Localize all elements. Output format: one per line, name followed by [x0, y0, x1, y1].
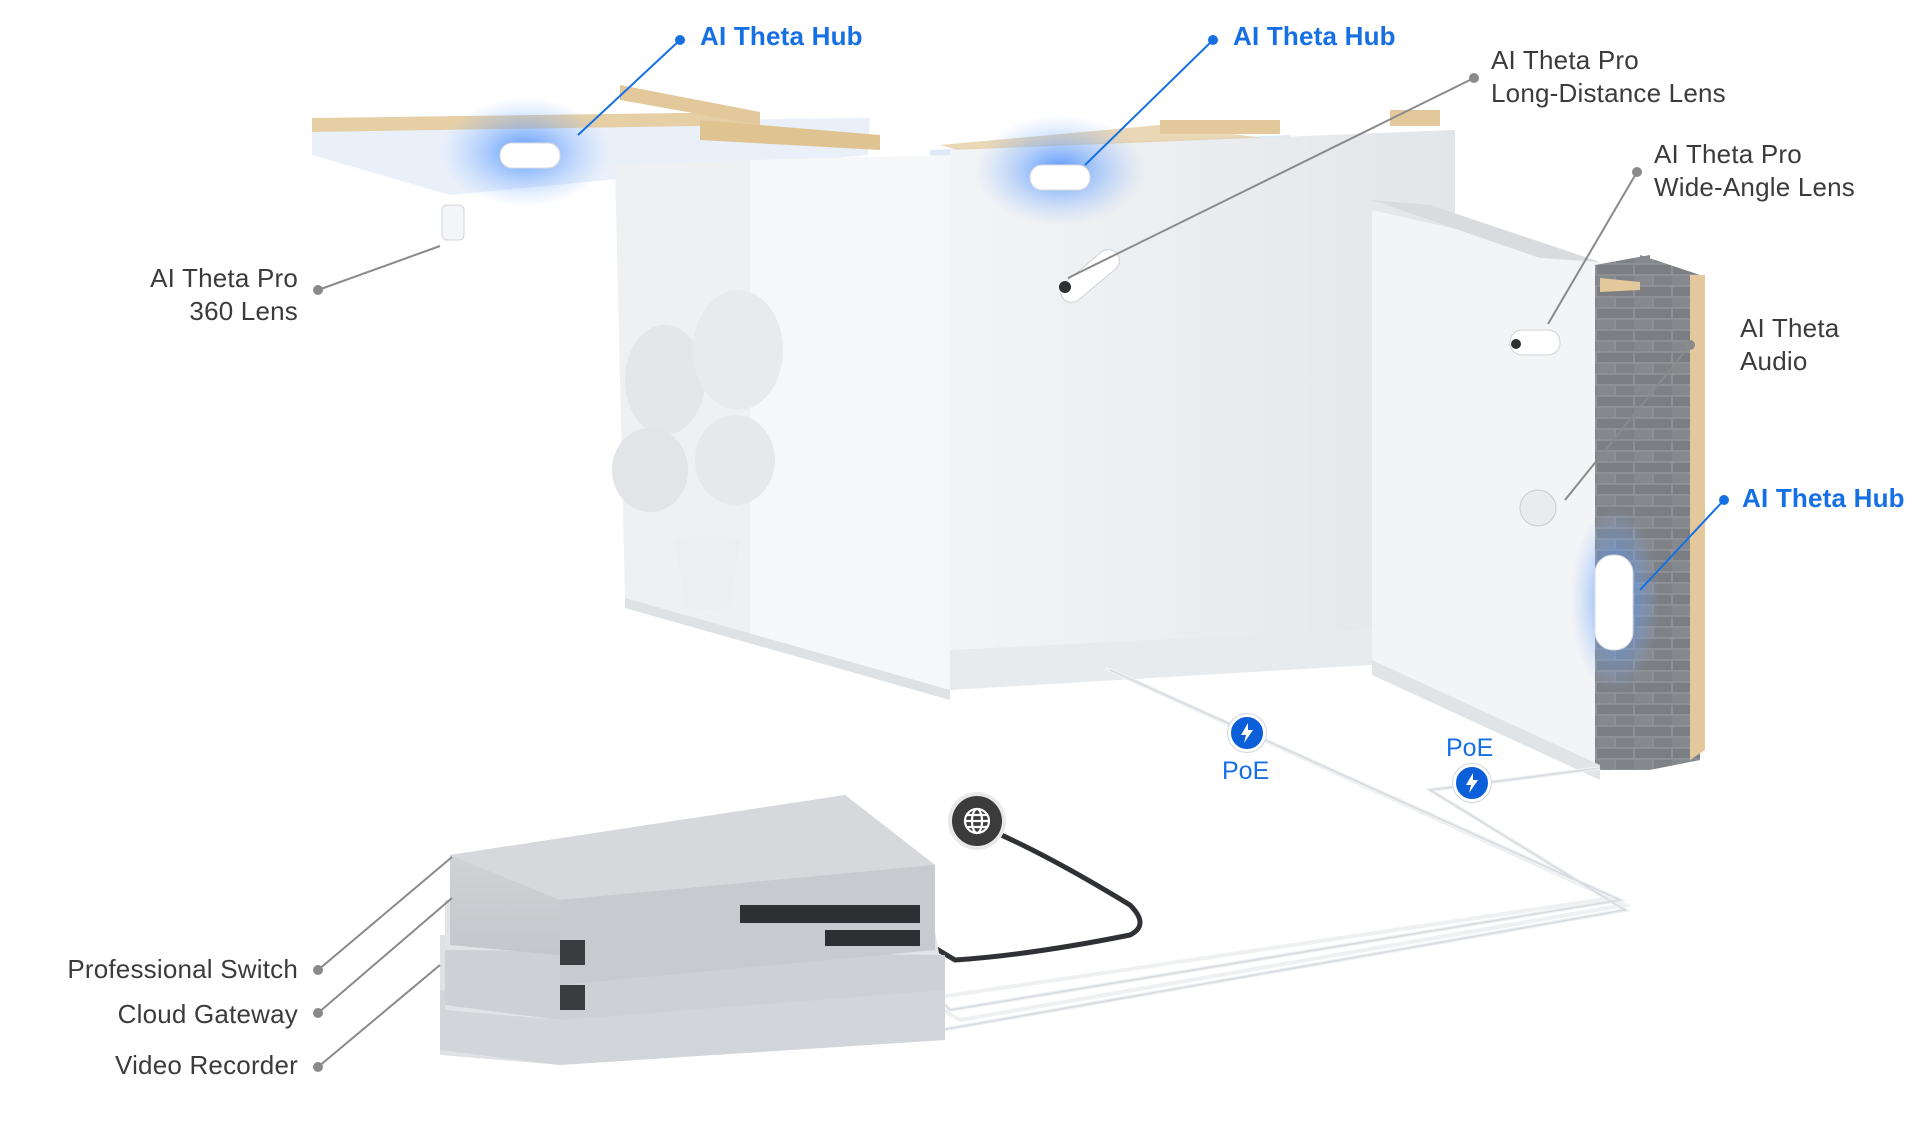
poe-lightning-icon-right — [1453, 764, 1491, 802]
label-line-1: AI Theta Pro — [150, 263, 298, 293]
audio-device — [1519, 489, 1557, 527]
label-ai-theta-audio: AI Theta Audio — [1740, 312, 1839, 378]
leader-dots — [313, 73, 1695, 1072]
label-ai-theta-hub-1: AI Theta Hub — [700, 20, 863, 53]
globe-icon — [952, 796, 1002, 846]
label-line-2: Long-Distance Lens — [1491, 78, 1726, 108]
label-text: Video Recorder — [115, 1050, 298, 1080]
label-cloud-gateway: Cloud Gateway — [40, 998, 298, 1031]
label-professional-switch: Professional Switch — [40, 953, 298, 986]
label-line-1: AI Theta Pro — [1491, 45, 1639, 75]
label-ai-theta-hub-2: AI Theta Hub — [1233, 20, 1396, 53]
label-line-1: AI Theta — [1740, 313, 1840, 343]
label-line-2: Wide-Angle Lens — [1654, 172, 1855, 202]
label-ai-theta-hub-3: AI Theta Hub — [1742, 482, 1905, 515]
label-line-1: AI Theta Pro — [1654, 139, 1802, 169]
poe-label-right: PoE — [1446, 734, 1494, 762]
side-wall-right — [1372, 200, 1705, 780]
label-text: Cloud Gateway — [117, 999, 298, 1029]
camera-360-lens — [441, 204, 465, 241]
hub-device-3 — [1594, 554, 1634, 651]
plant-decoration — [612, 290, 783, 610]
leader-lines — [317, 77, 1691, 1068]
hub-leader-dots — [675, 35, 1729, 505]
label-ai-theta-pro-long-distance: AI Theta Pro Long-Distance Lens — [1491, 44, 1726, 110]
rack-devices — [440, 795, 945, 1065]
label-text: Professional Switch — [67, 954, 298, 984]
label-line-2: 360 Lens — [189, 296, 298, 326]
back-wall-left — [615, 155, 950, 700]
internet-cable — [928, 822, 1143, 963]
label-text: AI Theta Hub — [700, 21, 863, 51]
label-text: AI Theta Hub — [1742, 483, 1905, 513]
poe-label-left: PoE — [1222, 757, 1270, 785]
label-video-recorder: Video Recorder — [40, 1049, 298, 1082]
label-ai-theta-pro-wide-angle: AI Theta Pro Wide-Angle Lens — [1654, 138, 1855, 204]
camera-wide-angle — [1509, 329, 1561, 356]
back-wall-center — [950, 130, 1455, 690]
hub-device-2 — [1029, 164, 1091, 191]
label-line-2: Audio — [1740, 346, 1808, 376]
poe-lightning-icon-left — [1228, 714, 1266, 752]
label-ai-theta-pro-360: AI Theta Pro 360 Lens — [98, 262, 298, 328]
camera-long-distance — [1059, 249, 1120, 303]
label-text: AI Theta Hub — [1233, 21, 1396, 51]
hub-device-1 — [499, 142, 561, 169]
hub-leader-lines — [577, 39, 1725, 591]
